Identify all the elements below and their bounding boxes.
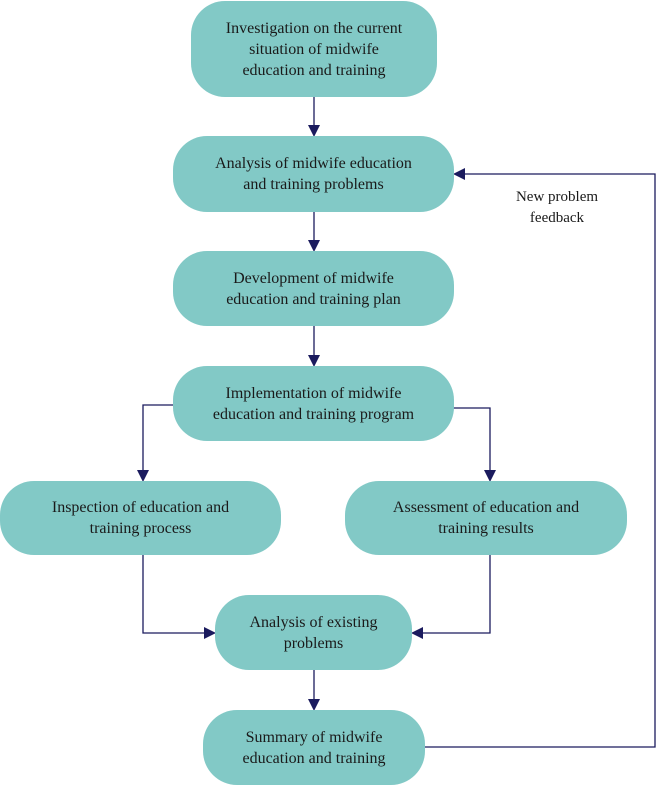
node-summary: Summary of midwife education and trainin… — [203, 710, 425, 785]
arrow-inspection-to-existing — [142, 555, 216, 639]
feedback-label: New problem feedback — [515, 189, 599, 226]
node-assessment: Assessment of education and training res… — [345, 481, 627, 555]
node-analysis-problems: Analysis of midwife education and traini… — [173, 136, 454, 212]
arrow-assessment-to-existing — [411, 555, 491, 639]
arrow-implementation-to-inspection — [137, 404, 175, 482]
node-implementation: Implementation of midwife education and … — [173, 366, 454, 441]
node-development-plan: Development of midwife education and tra… — [173, 251, 454, 326]
node-analysis-existing: Analysis of existing problems — [215, 595, 412, 670]
arrow-implementation-to-assessment — [453, 407, 496, 482]
arrow-feedback-loop — [425, 168, 656, 748]
node-investigation: Investigation on the current situation o… — [191, 1, 437, 97]
node-inspection: Inspection of education and training pro… — [0, 481, 281, 555]
